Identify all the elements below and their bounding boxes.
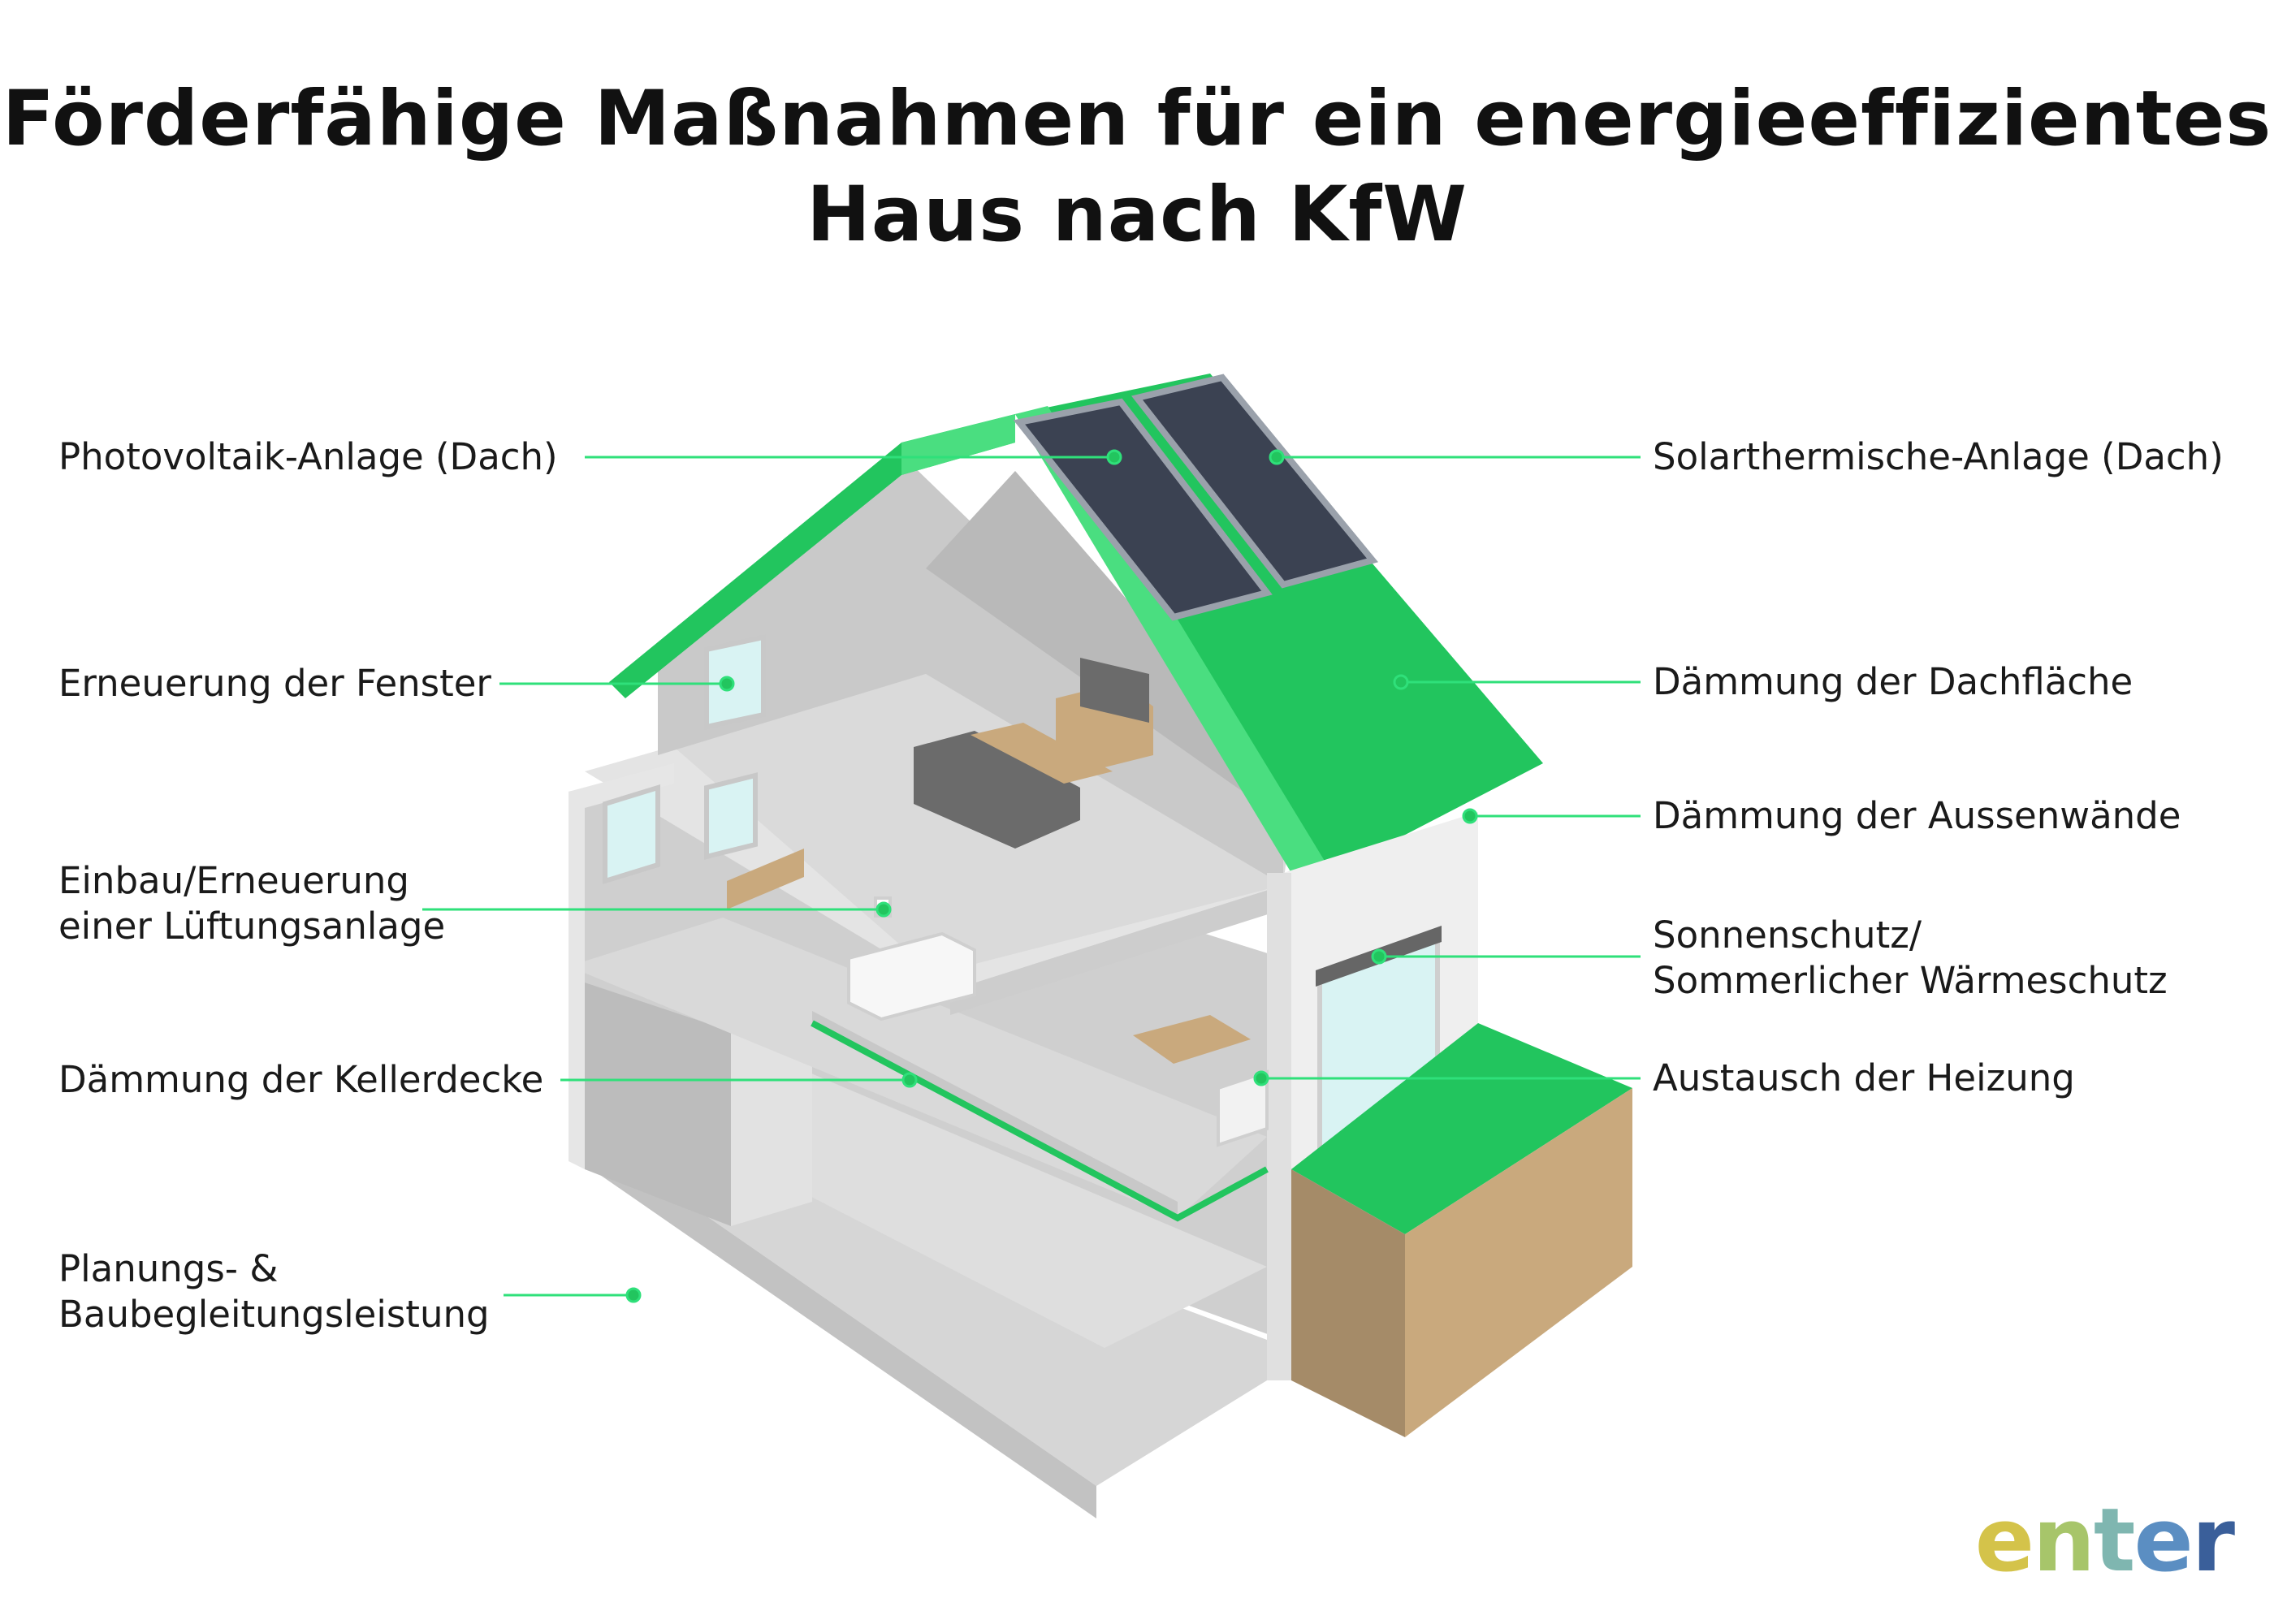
label-lueftung: Einbau/Erneuerung einer Lüftungsanlage [58,858,445,949]
window-2 [704,772,758,860]
gable-wall [658,455,1283,885]
window-1 [603,784,660,885]
label-kellerdecke: Dämmung der Kellerdecke [58,1058,544,1101]
dot-aussenwaende [1462,808,1478,824]
roof-left [609,414,1015,698]
radiator [1217,1069,1269,1147]
shelf [727,849,804,909]
label-sonnenschutz-line-2: Sommerlicher Wärmeschutz [1653,959,2168,1002]
dot-sonnenschutz [1371,948,1387,965]
logo-letter-r: r [2191,1490,2235,1592]
label-heizung: Austausch der Heizung [1653,1056,2075,1099]
page-title: Förderfähige Maßnahmen für ein energieef… [0,71,2274,263]
dot-solarthermie [1269,449,1285,465]
basement-wall-left [585,983,731,1226]
leader-lines [422,449,1641,1303]
sofa [914,731,1080,849]
label-planung: Planungs- & Baubegleitungsleistung [58,1246,490,1337]
title-line-1: Förderfähige Maßnahmen für ein energieef… [2,75,2272,163]
tv [1080,658,1149,723]
label-photovoltaik: Photovoltaik-Anlage (Dach) [58,435,558,478]
dot-heizung [1253,1070,1269,1086]
bathtub [847,931,976,1021]
soil-block-left [1291,1169,1405,1437]
soil-block-top [1291,1023,1632,1234]
gable-wall-inner [926,471,1283,820]
dot-kellerdecke [901,1072,918,1088]
label-lueftung-line-1: Einbau/Erneuerung [58,859,409,902]
label-aussenwaende: Dämmung der Aussenwände [1653,794,2181,837]
logo-letter-n: n [2032,1490,2095,1592]
logo-letter-t: t [2093,1490,2136,1592]
left-outer-wall [568,763,674,1169]
dot-fenster [719,676,735,692]
solarthermal-panel [1131,374,1379,589]
pv-panel [1013,398,1273,621]
basement-wall-mid [731,1011,812,1226]
dot-dachflaeche [1393,674,1409,690]
right-outer-wall-front [1267,873,1291,1380]
label-sonnenschutz-line-1: Sonnenschutz/ [1653,914,1922,957]
soil-block-right [1405,1088,1632,1437]
label-planung-line-2: Baubegleitungsleistung [58,1293,490,1336]
label-dachflaeche: Dämmung der Dachfläche [1653,660,2133,703]
ground-slab-front [568,1121,1096,1518]
attic-window [704,634,766,730]
first-floor-slab-edge [950,885,1283,1015]
label-fenster: Erneuerung der Fenster [58,662,491,705]
label-sonnenschutz: Sonnenschutz/ Sommerlicher Wärmeschutz [1653,913,2168,1004]
enter-logo: enter [1974,1490,2235,1592]
dot-photovoltaik [1106,449,1122,465]
logo-letter-e2: e [2133,1490,2193,1592]
label-lueftung-line-2: einer Lüftungsanlage [58,905,446,948]
title-line-2: Haus nach KfW [806,171,1468,259]
label-planung-line-1: Planungs- & [58,1247,279,1290]
label-solarthermie: Solarthermische-Anlage (Dach) [1653,435,2224,478]
coffee-table [971,723,1113,784]
roof-left-edge [901,414,1015,475]
dining-table [1133,1015,1251,1064]
roof-right-edge [1015,406,1332,873]
logo-letter-e1: e [1974,1490,2034,1592]
dot-planung [625,1287,642,1303]
basement-ceiling-insulation [811,1020,1269,1222]
dot-lueftung [875,901,892,918]
